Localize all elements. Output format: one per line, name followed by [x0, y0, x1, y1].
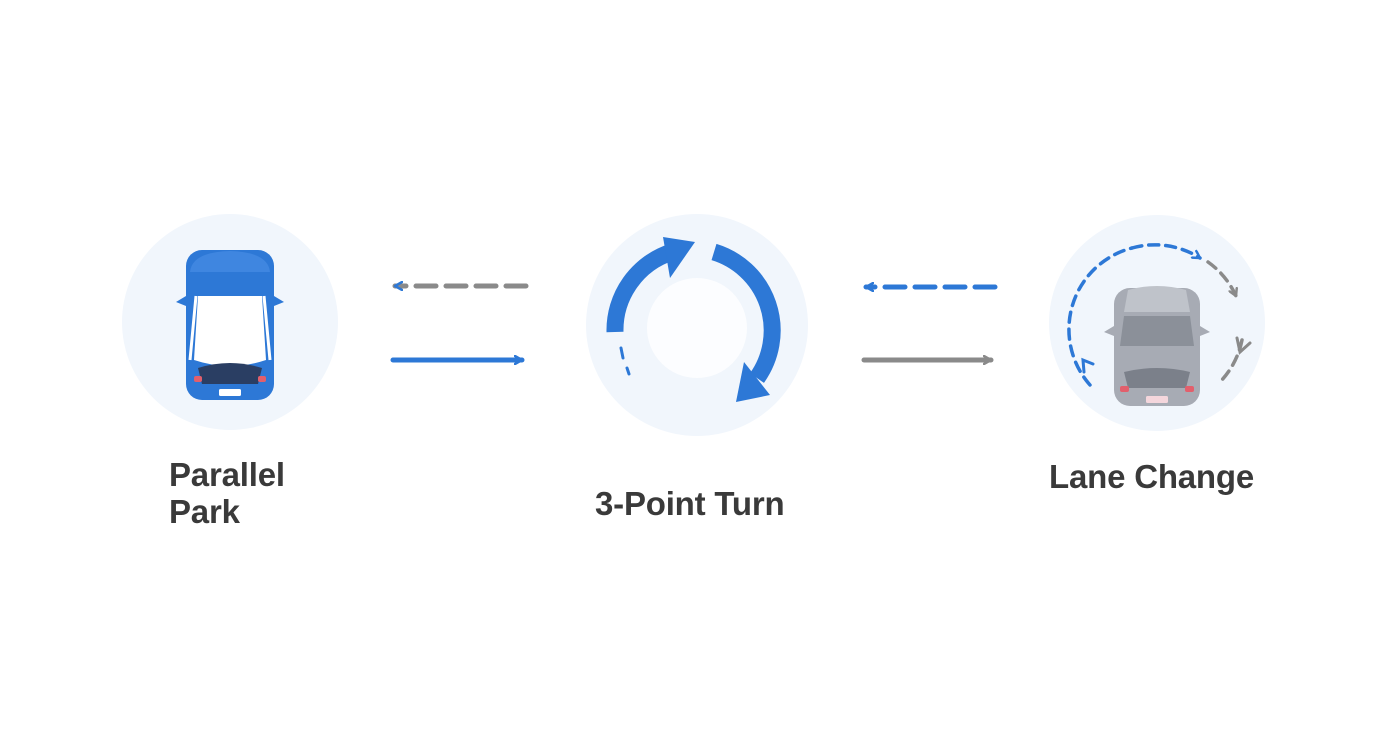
gray-car-with-dashed-loop-icon [1067, 243, 1252, 406]
connector-1 [390, 286, 529, 360]
parallel-park-label: Parallel Park [169, 456, 285, 530]
parallel-park-label-line-2: Park [169, 493, 240, 530]
step-parallel-park [122, 214, 338, 430]
lane-change-label: Lane Change [1049, 458, 1254, 495]
three-point-turn-label-line-1: 3-Point Turn [595, 485, 785, 522]
connector-2 [861, 287, 998, 360]
lane-change-label-line-1: Lane Change [1049, 458, 1255, 495]
step-three-point-turn [586, 214, 808, 436]
three-point-turn-label: 3-Point Turn [595, 485, 785, 522]
parallel-park-label-line-1: Parallel [169, 456, 285, 493]
circular-arrows-icon [606, 237, 781, 402]
step-lane-change [1049, 215, 1265, 431]
blue-car-top-view-icon [176, 250, 284, 400]
